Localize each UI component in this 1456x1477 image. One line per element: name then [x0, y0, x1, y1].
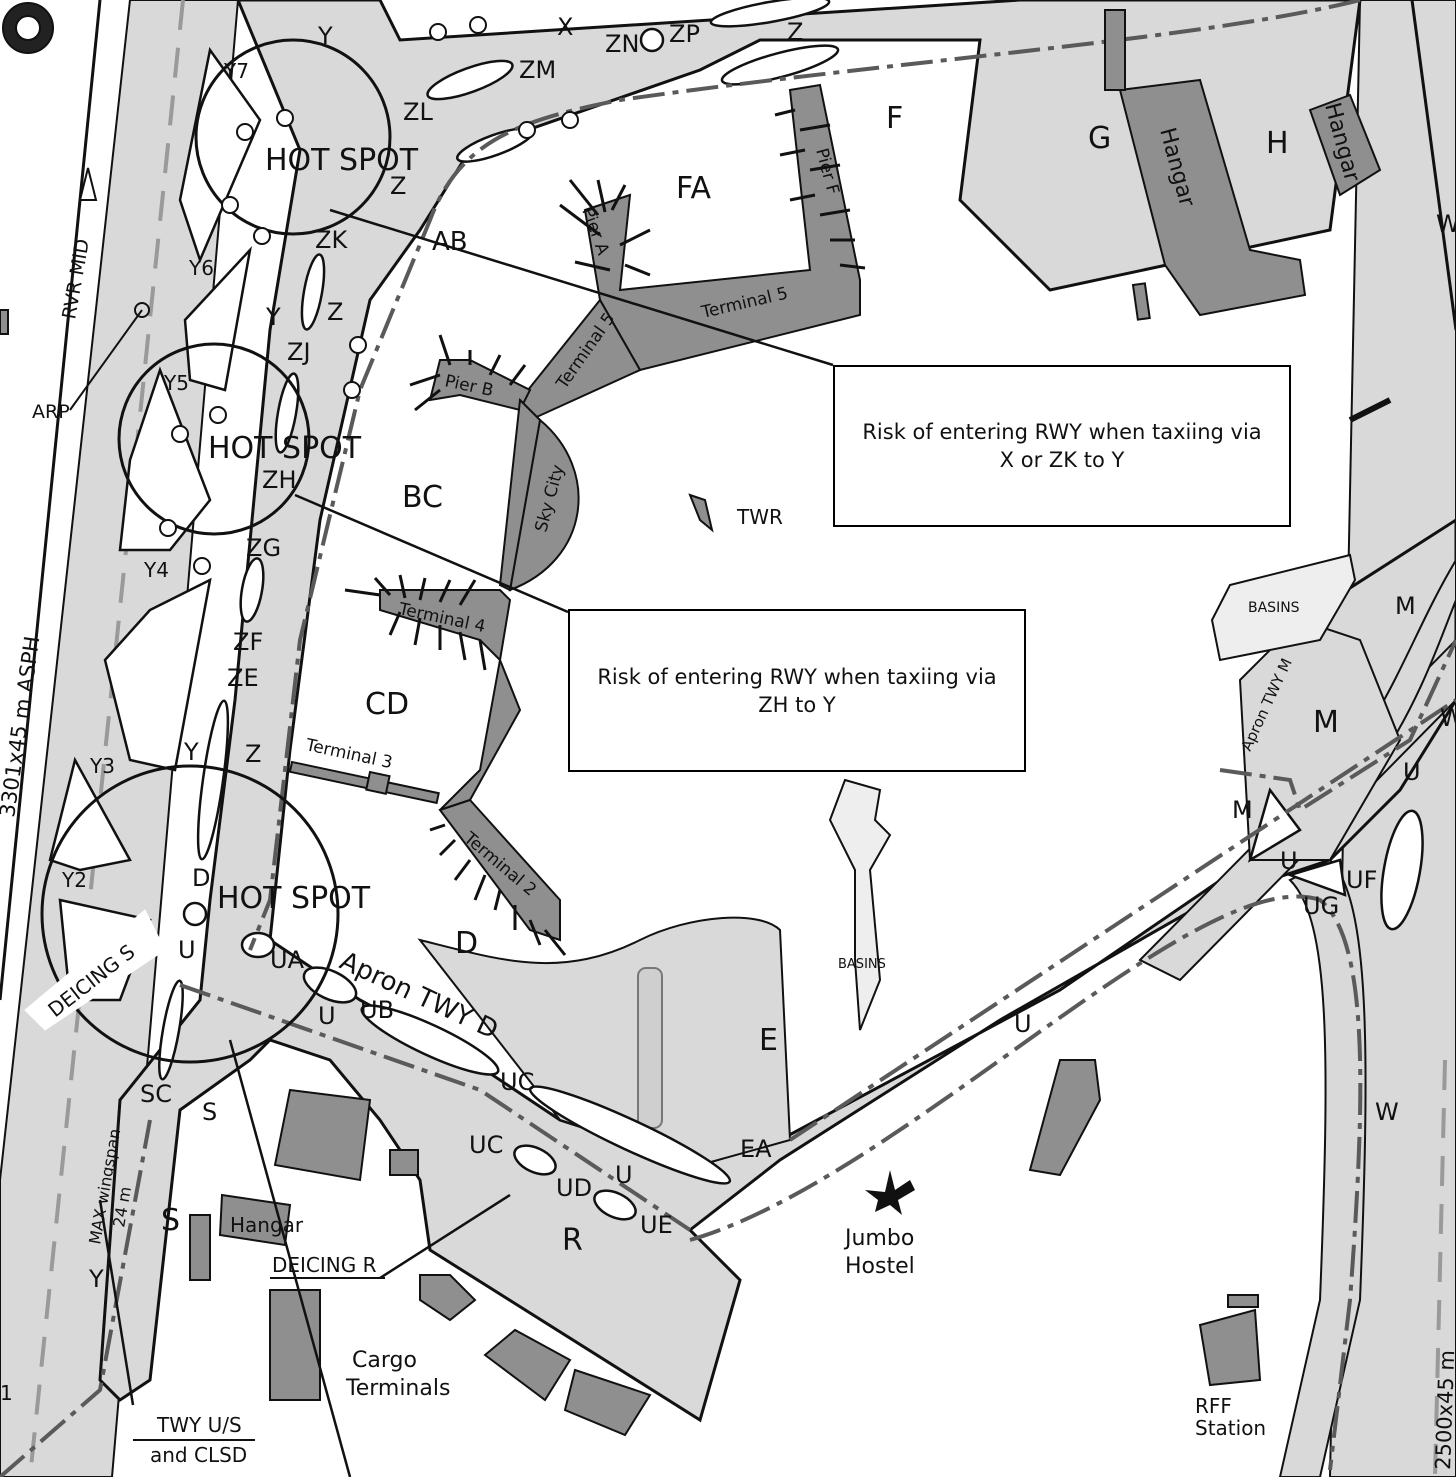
- taxiway-label: Z: [245, 740, 261, 768]
- hot-spot-circles: [40, 38, 392, 1064]
- callout-leaders: [98, 208, 834, 1477]
- deicing-r-label: DEICING R: [272, 1253, 377, 1277]
- taxiway-label: ZF: [233, 628, 263, 656]
- apron-label: BC: [402, 480, 443, 515]
- taxiway-label: ZH: [262, 466, 297, 494]
- taxiway-label: Y: [317, 22, 333, 50]
- hot-spot-label: HOT SPOT: [217, 881, 371, 916]
- hot-spot-label: HOT SPOT: [265, 143, 419, 178]
- apron-pavement: [98, 0, 1456, 1477]
- taxiway-label: U: [318, 1002, 336, 1030]
- taxiway-label: Y6: [188, 256, 214, 280]
- taxiway-label: ZK: [315, 226, 348, 254]
- taxiway-label: SC: [140, 1080, 172, 1108]
- apron-label: FA: [676, 171, 712, 206]
- hangar-label: Hangar: [230, 1213, 304, 1237]
- taxiway-label: Y: [183, 738, 199, 766]
- taxiway-label: UA: [270, 946, 305, 974]
- taxiway-label: U: [178, 936, 196, 964]
- taxiway-label: ZP: [669, 20, 700, 48]
- navaid-symbols: [2, 2, 1392, 423]
- taxiway-label: UE: [640, 1211, 673, 1239]
- taxiway-label: M: [1395, 592, 1416, 620]
- taxiway-label: Z: [327, 298, 343, 326]
- apron-label: R: [562, 1223, 583, 1258]
- terminal-buildings: [288, 83, 861, 942]
- taxiway-label: Z: [390, 172, 406, 200]
- taxiway-label: M: [1232, 796, 1253, 824]
- apron-label: S: [161, 1203, 180, 1238]
- hot-spot-label: HOT SPOT: [208, 431, 362, 466]
- taxiway-label: Y2: [61, 868, 87, 892]
- taxiway-label: ZJ: [287, 338, 311, 366]
- taxiway-label: UF: [1346, 866, 1377, 894]
- taxiway-label: UC: [500, 1068, 534, 1096]
- aircraft-icon: [865, 1170, 915, 1215]
- taxiway-label: ZE: [227, 664, 259, 692]
- taxiway-label: UC: [469, 1131, 503, 1159]
- apron-labels: F FA G H BC CD D E R S M: [161, 101, 1339, 1258]
- apron-label: G: [1088, 121, 1111, 156]
- taxiway-label: ZM: [519, 56, 556, 84]
- taxiway-label: Y5: [163, 371, 189, 395]
- twy-us-label: TWY U/S: [156, 1413, 242, 1437]
- taxiway-label: ZN: [605, 30, 639, 58]
- taxiway-labels: X ZN ZP Z ZM ZL Y Y7 Z AB ZK Y6 Y Z ZJ Y…: [0, 13, 1456, 1405]
- taxiway-label: UB: [360, 996, 394, 1024]
- taxiway-label: Y4: [143, 558, 169, 582]
- taxiway-label: UG: [1303, 892, 1339, 920]
- taxiway-label: W: [1440, 704, 1456, 732]
- basins-label: BASINS: [1248, 600, 1300, 616]
- holding-points: [159, 16, 579, 575]
- taxiway-label: Y: [265, 303, 281, 331]
- apron-label: M: [1313, 705, 1339, 740]
- taxiway-label: U: [615, 1161, 633, 1189]
- arp-label: ARP: [32, 401, 70, 423]
- hot-spot-callout-1: Risk of entering RWY when taxiing via X …: [833, 365, 1291, 527]
- apron-label: D: [455, 926, 478, 961]
- clsd-label: and CLSD: [150, 1443, 247, 1467]
- runway-left-label: 3301x45 m ASPH: [0, 635, 44, 819]
- taxiway-label: 1: [0, 1381, 13, 1405]
- taxiway-label: U: [1403, 758, 1421, 786]
- taxiway-label: U: [1014, 1010, 1032, 1038]
- taxiway-label: X: [557, 13, 573, 41]
- taxiway-label: W: [1375, 1098, 1399, 1126]
- runway-left: [0, 0, 240, 1477]
- taxiway-label: U: [1280, 847, 1298, 875]
- basins: [828, 553, 1357, 1031]
- taxiway-label: Z: [787, 18, 803, 46]
- hot-spot-callout-2: Risk of entering RWY when taxiing via ZH…: [568, 609, 1026, 772]
- aircraft-stands: [344, 108, 866, 956]
- apron-label: E: [759, 1023, 778, 1058]
- taxiway-label: Y: [88, 1265, 104, 1293]
- taxiway-label: Y7: [223, 59, 249, 83]
- rvr-label: RVR MID: [58, 237, 94, 321]
- apron-label: CD: [365, 687, 409, 722]
- taxiway-label: D: [192, 864, 210, 892]
- taxiway-label: ZL: [403, 98, 433, 126]
- hot-spot-labels: HOT SPOT HOT SPOT HOT SPOT: [208, 143, 419, 916]
- taxiway-label: AB: [432, 227, 468, 257]
- other-buildings: [0, 9, 1382, 1437]
- grass-islands: [48, 0, 1424, 1221]
- basins-label: BASINS: [838, 957, 886, 972]
- apron-label: H: [1266, 126, 1289, 161]
- runway-right-label: 2500x45 m: [1431, 1350, 1456, 1470]
- taxiway-label: S: [202, 1098, 217, 1126]
- apron-label: F: [886, 101, 903, 136]
- tower-label: TWR: [736, 505, 783, 529]
- taxiway-label: EA: [740, 1135, 772, 1163]
- taxiway-label: W: [1436, 210, 1456, 238]
- taxiway-label: Y3: [89, 754, 115, 778]
- taxiway-label: ZG: [246, 534, 281, 562]
- taxiway-label: UD: [556, 1174, 592, 1202]
